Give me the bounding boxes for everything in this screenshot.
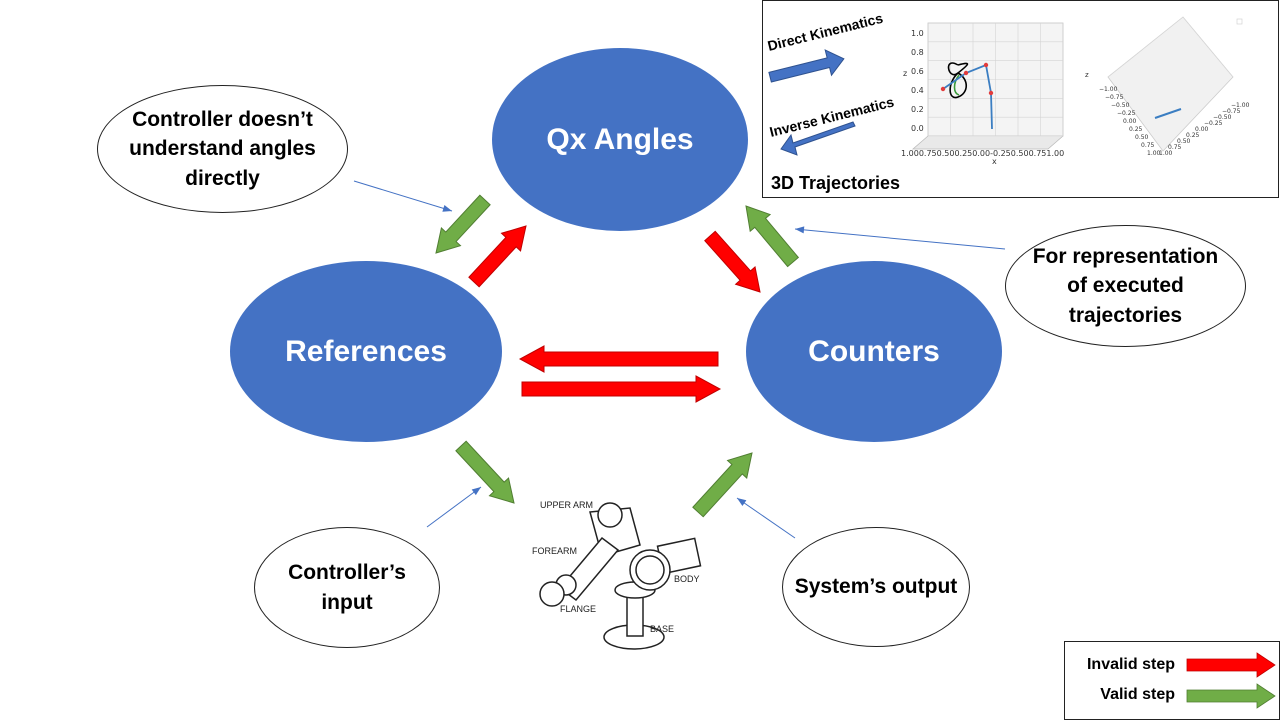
right-plot-tick-b: −0.25 — [1204, 120, 1223, 127]
left-plot-x-ticks: 1.000.750.500.250.00-0.250.500.751.00 — [901, 149, 1064, 158]
left-plot-z-tick: 0.8 — [911, 48, 924, 57]
kinematics-inset-canvas: Direct Kinematics Inverse Kinematics 1.0… — [766, 10, 1250, 193]
robot-label-base: BASE — [650, 624, 674, 634]
callout-controller-angles-head — [442, 205, 452, 212]
right-plot-z-label: z — [1085, 71, 1089, 79]
right-plot-tick-a: 0.50 — [1135, 134, 1149, 141]
direct-kinematics-label: Direct Kinematics — [766, 10, 885, 54]
left-plot-z-tick: 0.0 — [911, 124, 924, 133]
arrow-counters-to-references — [518, 345, 719, 373]
right-plot-tick-a: 0.25 — [1129, 126, 1143, 133]
note-system-output: System’s output — [782, 527, 970, 647]
left-plot-joint-4 — [988, 90, 994, 96]
right-plot-tick-b: −1.00 — [1231, 102, 1250, 109]
qx-angles-node: Qx Angles — [492, 48, 748, 231]
note-representation-line3: trajectories — [1068, 303, 1183, 327]
left-plot-trajectory-segment — [953, 74, 960, 96]
references-label: References — [285, 334, 447, 368]
left-3d-plot: 1.0 0.8 0.6 0.4 0.2 0.0 z 1.000.750.500.250.0… — [901, 22, 1064, 166]
arrow-robot-to-counters — [692, 452, 753, 518]
legend: Invalid step Valid step — [1064, 641, 1280, 720]
note-controller-angles-line2: understand angles — [129, 137, 316, 161]
left-plot-z-tick: 0.2 — [911, 105, 924, 114]
right-plot-tick-a: −0.50 — [1111, 102, 1130, 109]
left-plot-z-tick: 0.6 — [911, 67, 924, 76]
note-controller-input: Controller’s input — [254, 527, 440, 648]
robot-label-upper-arm: UPPER ARM — [540, 500, 593, 510]
left-plot-z-tick: 0.4 — [911, 86, 924, 95]
right-plot-tick-b: 1.00 — [1159, 150, 1173, 157]
robot-arm-illustration: UPPER ARM FOREARM FLANGE BODY BASE — [532, 500, 702, 650]
robot-label-forearm: FOREARM — [532, 546, 577, 556]
note-controller-angles: Controller doesn’t understand angles dir… — [97, 85, 348, 213]
right-plot-tick-a: −1.00 — [1099, 86, 1118, 93]
robot-flange-joint — [539, 581, 565, 607]
arrow-references-to-qx — [468, 225, 527, 288]
note-representation: For representation of executed trajector… — [1005, 225, 1246, 347]
right-plot-tick-b: 0.25 — [1186, 132, 1200, 139]
right-plot-tick-b: 0.75 — [1168, 144, 1182, 151]
right-plot-tick-a: −0.75 — [1105, 94, 1124, 101]
right-plot-tick-b: 0.00 — [1195, 126, 1209, 133]
callout-system-output-head — [737, 498, 747, 506]
legend-valid-label: Valid step — [1100, 686, 1175, 703]
qx-angles-label: Qx Angles — [546, 122, 694, 156]
robot-shoulder-inner — [635, 555, 665, 585]
right-plot-tick-a: 1.00 — [1147, 150, 1161, 157]
left-plot-x-label: x — [992, 157, 997, 166]
callout-controller-angles — [353, 180, 453, 212]
left-plot-z-tick: 1.0 — [911, 29, 924, 38]
references-node: References — [230, 261, 502, 442]
right-plot-tick-a: 0.75 — [1141, 142, 1155, 149]
counters-node: Counters — [746, 261, 1002, 442]
right-plot-tick-b: −0.75 — [1222, 108, 1241, 115]
left-plot-joint-1 — [940, 86, 946, 92]
counters-label: Counters — [808, 334, 940, 368]
right-plot-tick-a: 0.00 — [1123, 118, 1137, 125]
robot-elbow-joint — [597, 502, 623, 528]
inverse-kinematics-arrow — [780, 121, 856, 156]
right-3d-plot: z −1.00−0.75−0.50−0.250.000.250.500.751.… — [1085, 16, 1250, 157]
arrow-references-to-counters — [521, 375, 722, 403]
robot-label-flange: FLANGE — [560, 604, 596, 614]
callout-representation-head — [795, 226, 805, 234]
left-plot-joint-3 — [983, 62, 989, 68]
arrow-qx-to-references — [435, 194, 491, 254]
callout-controller-input — [426, 486, 482, 528]
robot-label-body: BODY — [674, 574, 700, 584]
left-plot-joint-2 — [963, 70, 969, 76]
right-plot-trajectory — [1154, 108, 1182, 119]
note-representation-line2: of executed — [1067, 274, 1184, 298]
callout-system-output — [736, 497, 796, 539]
note-controller-angles-line3: directly — [185, 166, 260, 190]
note-controller-input-line2: input — [321, 590, 373, 614]
note-controller-input-line1: Controller’s — [288, 561, 406, 585]
legend-valid-arrow — [1186, 683, 1276, 709]
legend-swatches — [1186, 652, 1276, 709]
arrow-references-to-robot — [455, 440, 515, 504]
note-representation-line1: For representation — [1032, 244, 1219, 268]
right-plot-tick-a: −0.25 — [1117, 110, 1136, 117]
kinematics-inset: Direct Kinematics Inverse Kinematics 1.0… — [762, 0, 1279, 198]
inset-caption: 3D Trajectories — [771, 173, 900, 193]
callout-representation — [794, 228, 1006, 250]
right-plot-tick-b: 0.50 — [1177, 138, 1191, 145]
note-controller-angles-line1: Controller doesn’t — [132, 107, 313, 131]
left-plot-z-label: z — [903, 69, 907, 78]
legend-invalid-label: Invalid step — [1086, 656, 1175, 673]
callout-controller-input-head — [471, 487, 481, 496]
note-system-output-text: System’s output — [794, 575, 958, 599]
right-plot-tick-b: −0.50 — [1213, 114, 1232, 121]
legend-invalid-arrow — [1186, 652, 1276, 678]
arrow-qx-to-counters — [704, 230, 761, 293]
arrow-counters-to-qx — [745, 205, 800, 268]
direct-kinematics-arrow — [768, 49, 845, 83]
